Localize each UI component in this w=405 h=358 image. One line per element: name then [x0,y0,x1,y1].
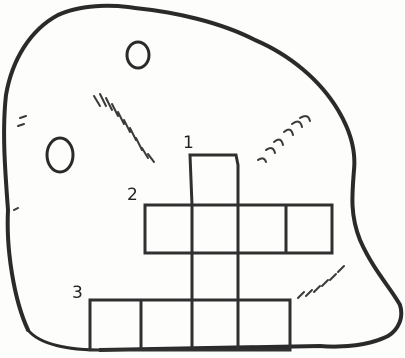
edge-mark [18,124,24,126]
word-1-down [190,155,238,300]
clue-number-2: 2 [127,185,138,205]
clue-number-1: 1 [183,133,194,153]
grid-cell [192,253,238,300]
grid-cell [192,205,238,253]
grid-cell [190,155,238,205]
grid-cell [90,300,141,350]
eye-icon [47,138,73,172]
word-3-across [90,300,290,350]
edge-mark [14,208,18,210]
grid-cell [286,205,332,253]
right-hatch-marks [258,116,310,162]
lower-right-hatch-marks [298,266,344,298]
grid-cell [238,300,290,350]
grid-cell [141,300,192,350]
clue-number-3: 3 [72,283,83,303]
edge-mark [20,116,26,118]
eye-icon [127,42,149,68]
grid-cell [238,205,286,253]
left-hatch-marks [94,94,154,162]
grid-cell [145,205,192,253]
word-2-across [145,205,332,253]
blob-outline [4,6,401,350]
grid-cell [192,300,238,350]
